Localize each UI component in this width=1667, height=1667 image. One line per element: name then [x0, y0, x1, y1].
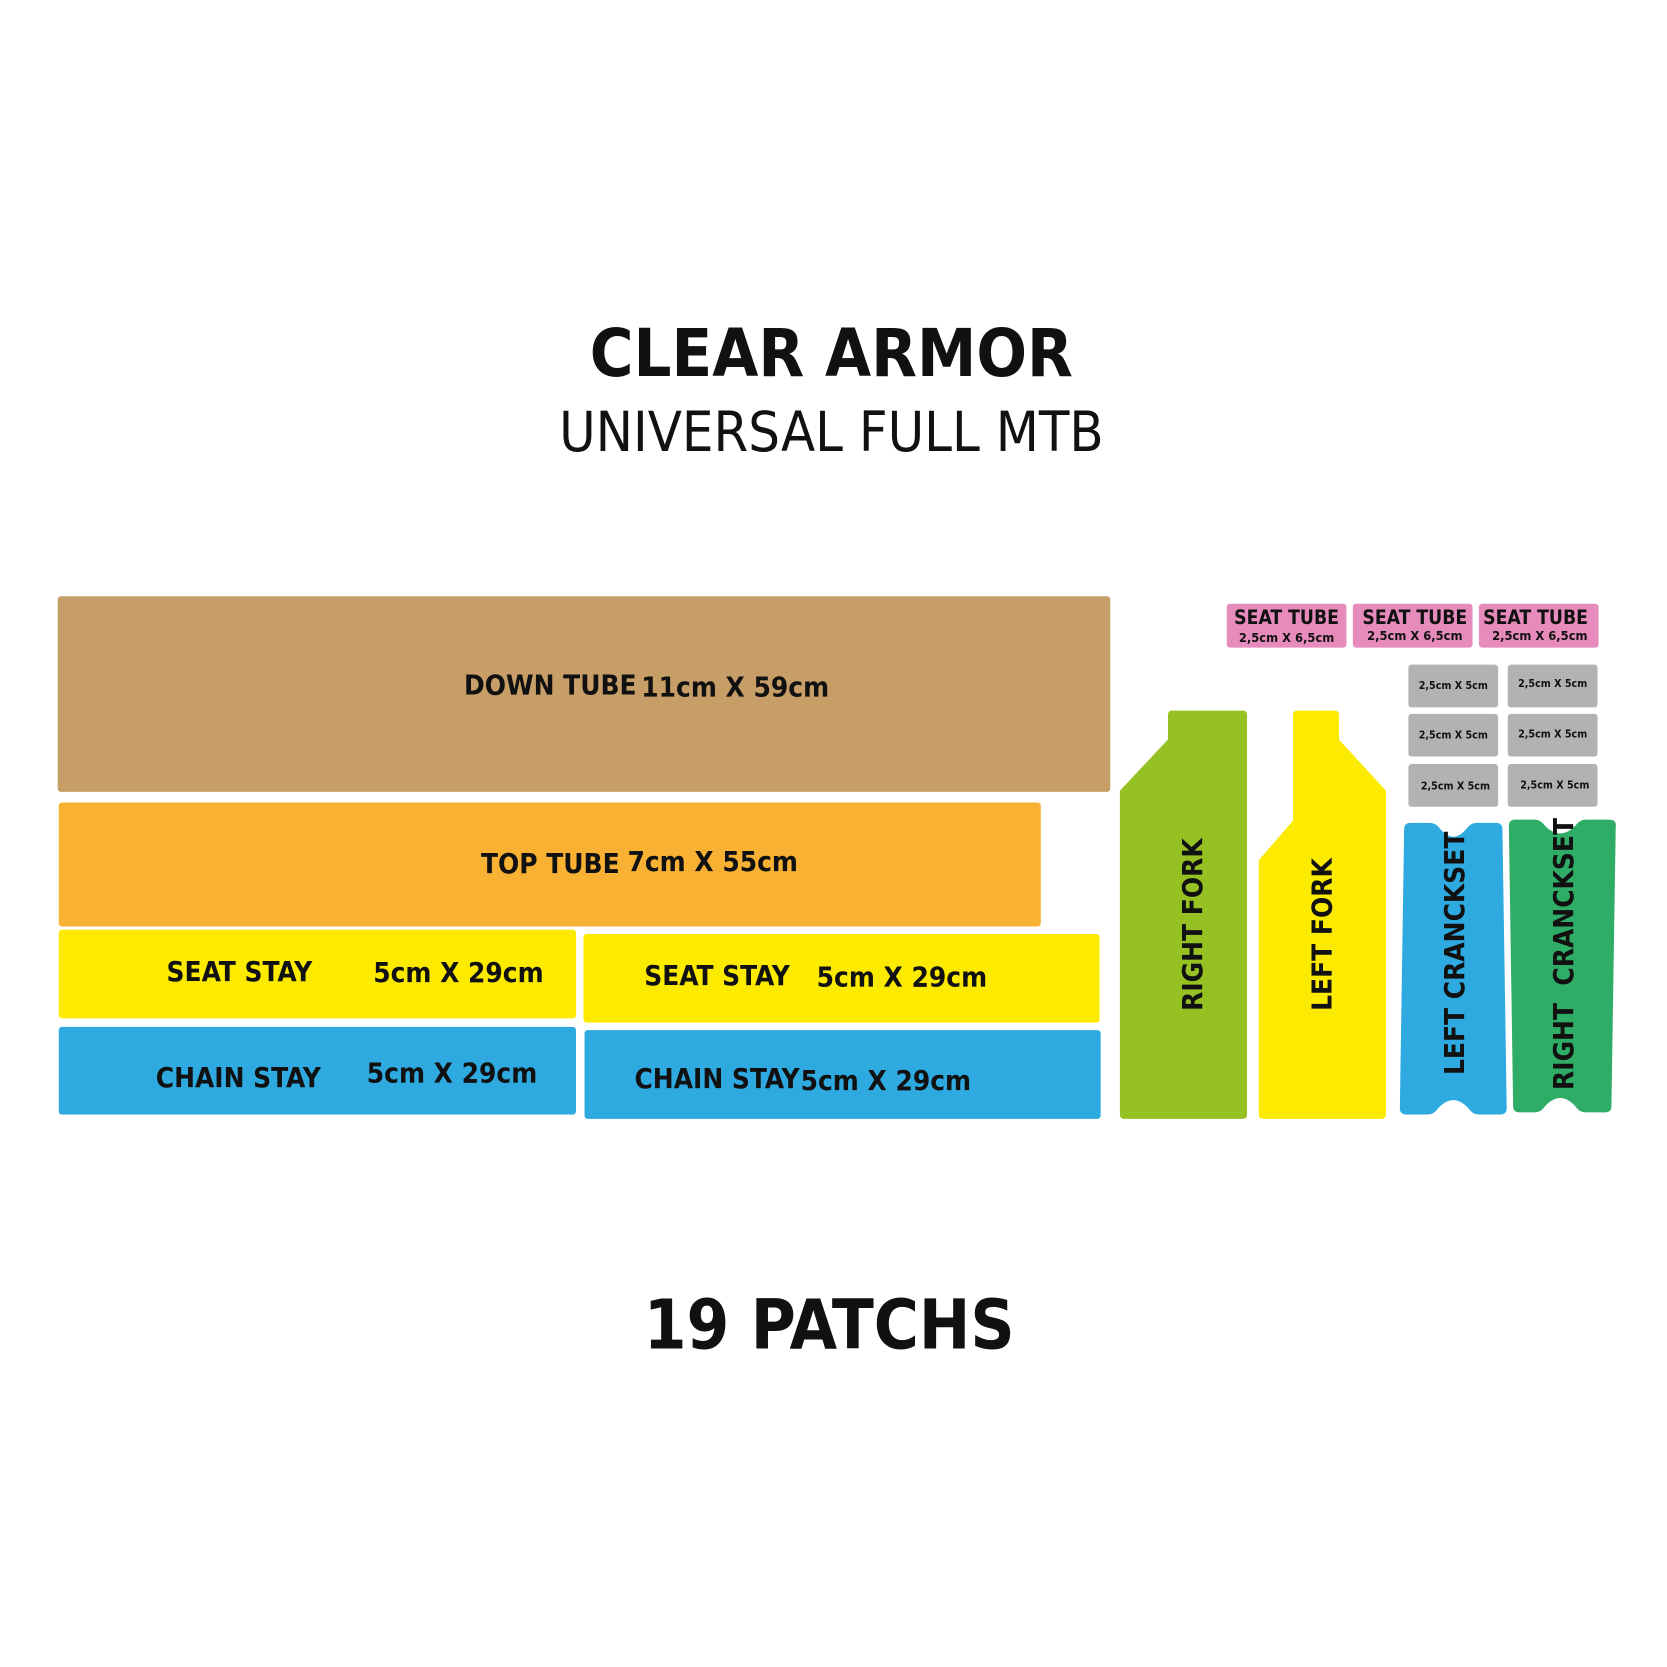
patch-name: DOWN TUBE — [464, 669, 637, 702]
top-tube-patch: TOP TUBE 7cm X 55cm — [58, 802, 1041, 927]
chain-stay-patch: CHAIN STAY 5cm X 29cm — [58, 1026, 576, 1115]
right-crankset-patch: RIGHT CRANCKSET — [1508, 818, 1616, 1113]
small-patches: 2,5cm X 5cm 2,5cm X 5cm 2,5cm X 5cm 2,5c… — [1408, 664, 1598, 807]
seat-tube-patch: SEAT TUBE 2,5cm X 6,5cm — [1226, 603, 1347, 648]
patch-size: 2,5cm X 6,5cm — [1239, 631, 1334, 646]
small-patch-size: 2,5cm X 5cm — [1419, 679, 1488, 692]
patch-size: 5cm X 29cm — [367, 1056, 537, 1089]
patch-size: 5cm X 29cm — [817, 960, 987, 993]
patch-name: SEAT STAY — [167, 955, 314, 988]
patch-size: 5cm X 29cm — [801, 1064, 971, 1097]
small-patch-size: 2,5cm X 5cm — [1518, 677, 1587, 690]
left-fork-patch: LEFT FORK — [1258, 710, 1386, 1119]
subtitle: UNIVERSAL FULL MTB — [559, 400, 1104, 465]
seat-stay-patch: SEAT STAY 5cm X 29cm — [583, 933, 1100, 1023]
patch-name: LEFT FORK — [1305, 857, 1338, 1011]
patch-name: CHAIN STAY — [156, 1061, 322, 1094]
patch-name: SEAT STAY — [644, 959, 791, 992]
patch-name: TOP TUBE — [481, 847, 620, 880]
down-tube-patch: DOWN TUBE 11cm X 59cm — [57, 596, 1111, 792]
title: CLEAR ARMOR — [590, 315, 1073, 392]
seat-tube-patch: SEAT TUBE 2,5cm X 6,5cm — [1352, 603, 1473, 648]
patch-name: RIGHT CRANCKSET — [1547, 818, 1580, 1090]
small-patch-size: 2,5cm X 5cm — [1419, 728, 1488, 741]
seat-tube-patch: SEAT TUBE 2,5cm X 6,5cm — [1478, 603, 1599, 648]
chain-stay-patch: CHAIN STAY 5cm X 29cm — [584, 1030, 1101, 1119]
patch-size: 11cm X 59cm — [641, 671, 829, 704]
patch-size: 2,5cm X 6,5cm — [1367, 629, 1462, 644]
patch-name: CHAIN STAY — [634, 1062, 800, 1095]
small-patch-size: 2,5cm X 5cm — [1518, 727, 1587, 740]
right-fork-patch: RIGHT FORK — [1119, 710, 1248, 1119]
patch-size: 5cm X 29cm — [373, 956, 543, 989]
seat-stay-patch: SEAT STAY 5cm X 29cm — [58, 929, 576, 1019]
patch-name: RIGHT FORK — [1176, 837, 1209, 1011]
patch-name: LEFT CRANCKSET — [1438, 832, 1471, 1075]
patch-size: 7cm X 55cm — [628, 845, 798, 878]
patch-size: 2,5cm X 6,5cm — [1492, 629, 1587, 644]
small-patch-size: 2,5cm X 5cm — [1421, 780, 1490, 793]
patch-count: 19 PATCHS — [644, 1287, 1015, 1366]
patch-name: SEAT TUBE — [1483, 606, 1588, 629]
left-crankset-patch: LEFT CRANCKSET — [1399, 822, 1507, 1115]
patch-name: SEAT TUBE — [1362, 606, 1467, 629]
small-patch-size: 2,5cm X 5cm — [1520, 779, 1589, 792]
patch-name: SEAT TUBE — [1234, 606, 1339, 629]
